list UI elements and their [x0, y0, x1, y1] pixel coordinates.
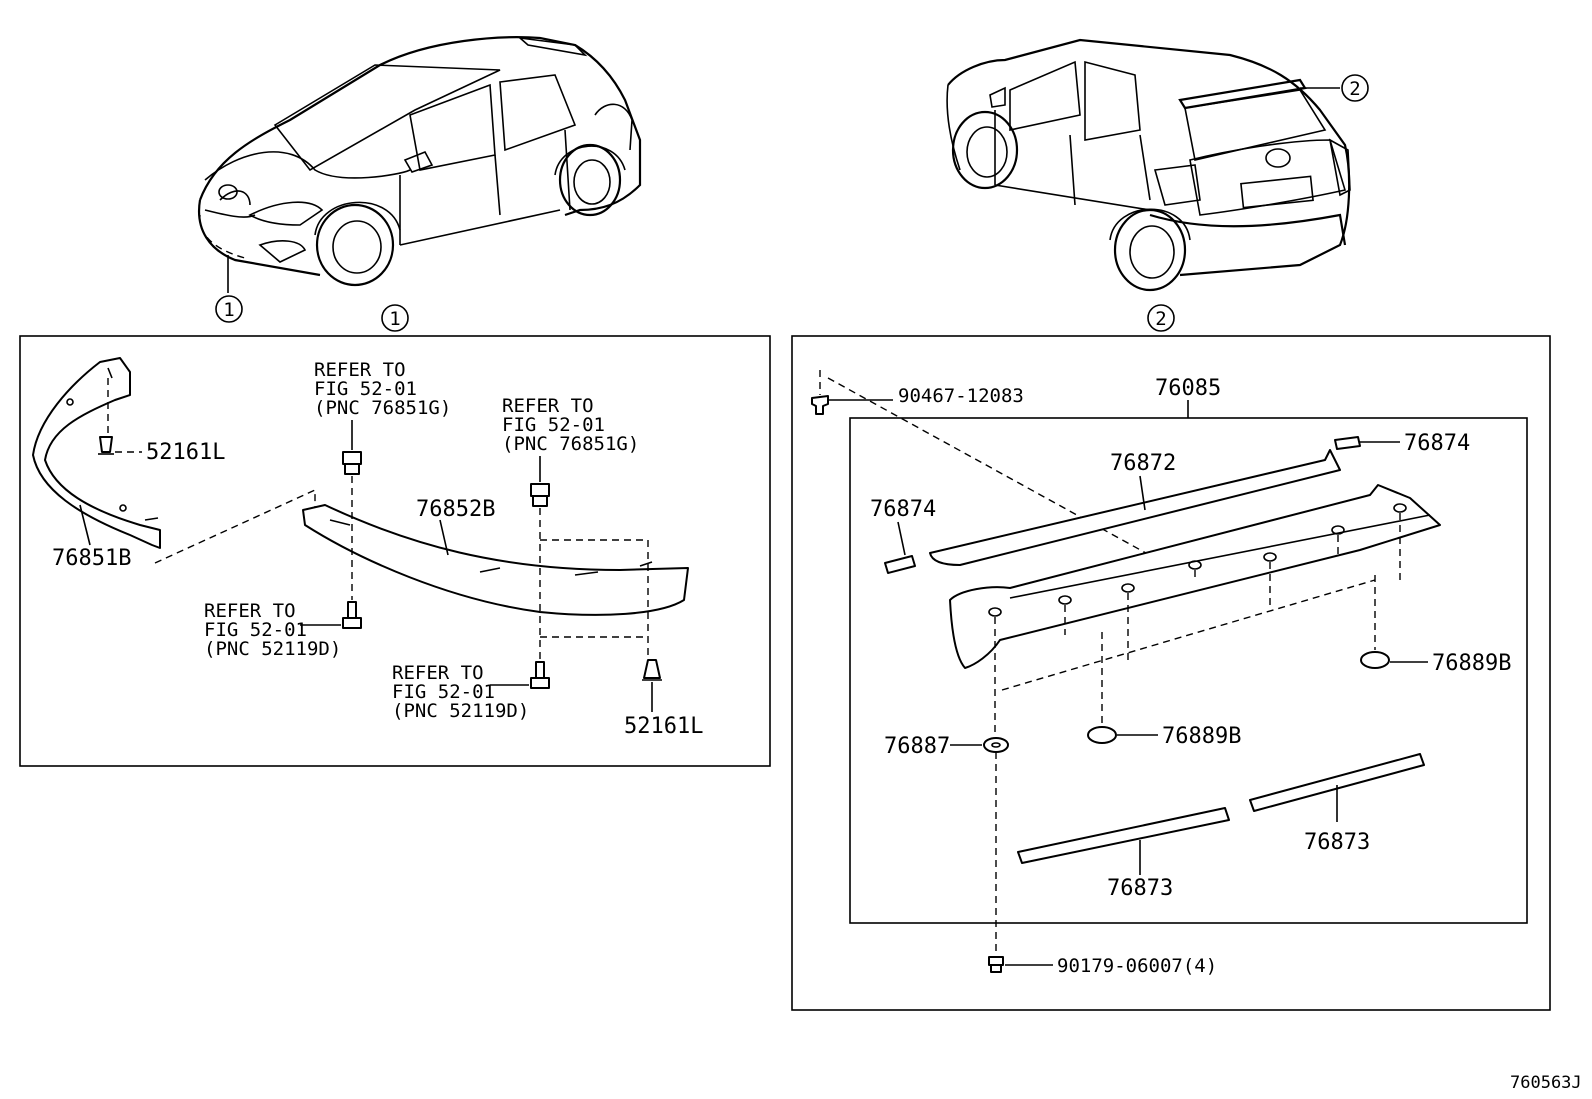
part-76873-a [1017, 807, 1230, 864]
label-76889B-a: 76889B [1432, 651, 1511, 676]
front-lip-panel-frame [19, 335, 771, 767]
part-76851B-strip [32, 357, 161, 549]
svg-text:(PNC 52119D): (PNC 52119D) [392, 700, 529, 722]
pad-76887 [983, 737, 1009, 753]
svg-text:(PNC 76851G): (PNC 76851G) [314, 397, 451, 419]
label-52161L-a: 52161L [146, 440, 225, 465]
refer-note-3: REFER TO FIG 52-01 (PNC 52119D) [204, 600, 341, 660]
clip-52161L-a [98, 436, 114, 455]
svg-text:REFER TO: REFER TO [392, 662, 484, 684]
part-76874-b [1334, 436, 1361, 450]
nut-90179-06007 [988, 956, 1004, 973]
bolt-52119D-b [530, 661, 550, 689]
svg-text:1: 1 [223, 299, 234, 321]
rear-car-illustration [946, 38, 1351, 292]
label-76874-a: 76874 [870, 497, 936, 522]
clip-90467-12083 [811, 395, 829, 415]
diagram-id: 760563J [1510, 1073, 1582, 1093]
callout-2-rear: 2 [1341, 74, 1369, 102]
part-76872-seal [929, 449, 1341, 566]
svg-text:REFER TO: REFER TO [314, 359, 406, 381]
refer-note-4: REFER TO FIG 52-01 (PNC 52119D) [392, 662, 529, 722]
clip-52161L-b [642, 659, 662, 681]
svg-text:2: 2 [1349, 78, 1360, 100]
svg-text:(PNC 52119D): (PNC 52119D) [204, 638, 341, 660]
svg-text:FIG 52-01: FIG 52-01 [204, 619, 307, 641]
rear-spoiler-panel-frame [791, 335, 1551, 1011]
label-76852B: 76852B [416, 497, 495, 522]
refer-note-2: REFER TO FIG 52-01 (PNC 76851G) [502, 395, 639, 455]
svg-text:(PNC 76851G): (PNC 76851G) [502, 433, 639, 455]
bolt-52119D-a [342, 601, 362, 629]
svg-text:1: 1 [389, 308, 400, 330]
label-76085: 76085 [1155, 376, 1221, 401]
svg-text:FIG 52-01: FIG 52-01 [502, 414, 605, 436]
svg-text:2: 2 [1155, 308, 1166, 330]
label-76872: 76872 [1110, 451, 1176, 476]
label-76874-b: 76874 [1404, 431, 1470, 456]
pad-76889B-a [1360, 651, 1390, 669]
nut-76851G-a [342, 451, 362, 475]
refer-note-1: REFER TO FIG 52-01 (PNC 76851G) [314, 359, 451, 419]
part-76852B-lip [302, 504, 689, 616]
label-90179-06007: 90179-06007(4) [1057, 955, 1217, 977]
nut-76851G-b [530, 483, 550, 507]
label-76873-b: 76873 [1304, 830, 1370, 855]
front-car-illustration [197, 36, 642, 293]
callout-1-front: 1 [215, 295, 243, 323]
label-76889B-b: 76889B [1162, 724, 1241, 749]
svg-text:REFER TO: REFER TO [204, 600, 296, 622]
pad-76889B-b [1087, 726, 1117, 744]
part-76873-b [1249, 753, 1425, 812]
label-76851B: 76851B [52, 546, 131, 571]
label-76887: 76887 [884, 734, 950, 759]
label-76873-a: 76873 [1107, 876, 1173, 901]
section-callout-1: 1 [381, 304, 409, 332]
svg-text:FIG 52-01: FIG 52-01 [314, 378, 417, 400]
svg-text:FIG 52-01: FIG 52-01 [392, 681, 495, 703]
svg-text:REFER TO: REFER TO [502, 395, 594, 417]
label-90467-12083: 90467-12083 [898, 385, 1024, 407]
section-callout-2: 2 [1147, 304, 1175, 332]
label-52161L-b: 52161L [624, 714, 703, 739]
part-76874-a [884, 555, 916, 574]
